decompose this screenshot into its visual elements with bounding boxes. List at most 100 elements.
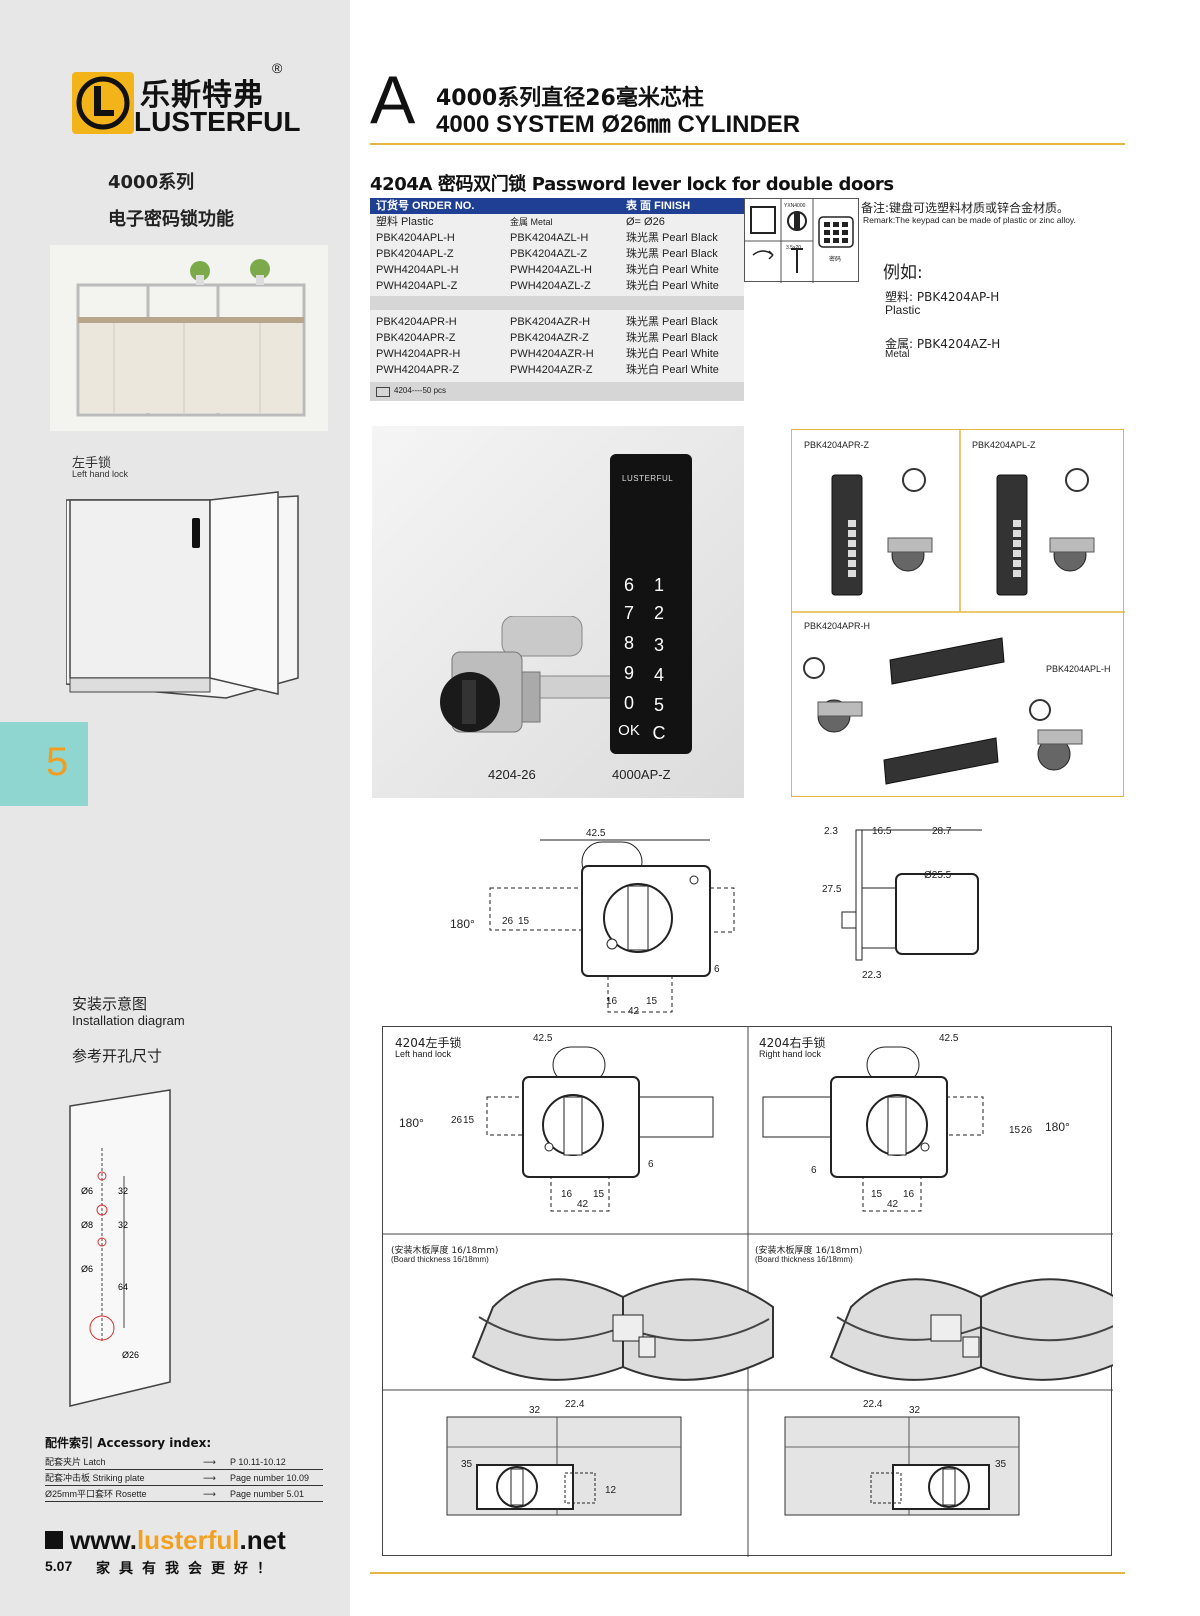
table-row: PWH4204APR-Z PWH4204AZR-Z 珠光白 Pearl Whit… xyxy=(376,364,719,376)
arrow-right-icon: ⟶ xyxy=(203,1473,216,1483)
installation-panel: 42.5 180° 26 15 6 16 15 42 42.5 180° 15 … xyxy=(382,1026,1113,1557)
pack-row xyxy=(370,382,744,401)
table-row: PWH4204APR-H PWH4204AZR-H 珠光白 Pearl Whit… xyxy=(376,348,719,360)
pack-quantity: 4204----50 pcs xyxy=(394,386,447,395)
left-hand-lock-label-en: Left hand lock xyxy=(72,469,129,479)
variants-panel: PBK4204APR-Z PBK4204APL-Z PBK4204APR-H P… xyxy=(791,429,1125,797)
svg-text:YXN4000: YXN4000 xyxy=(784,203,806,209)
hole-dim-7: Ø26 xyxy=(122,1350,139,1360)
svg-text:16.5: 16.5 xyxy=(872,826,892,837)
svg-text:Ø25.5: Ø25.5 xyxy=(924,870,952,881)
hole-size-drawing: Ø6 32 Ø8 32 Ø6 64 Ø26 xyxy=(69,1089,171,1407)
header-title-en: 4000 SYSTEM Ø26㎜ CYLINDER xyxy=(436,111,801,138)
svg-text:35: 35 xyxy=(461,1459,473,1470)
registered-mark: ® xyxy=(272,60,283,76)
left-lock-title-cn: 4204左手锁 xyxy=(395,1036,462,1050)
page-section-tab: 5 xyxy=(0,722,88,806)
hole-size-title: 参考开孔尺寸 xyxy=(72,1047,163,1065)
example-title: 例如: xyxy=(883,263,923,283)
header-title-cn: 4000系列直径26毫米芯柱 xyxy=(436,86,704,111)
brand-name-cn: 乐斯特弗 xyxy=(140,78,264,113)
svg-text:42.5: 42.5 xyxy=(533,1033,553,1044)
hole-dim-4: 32 xyxy=(118,1220,128,1230)
rotate-icon xyxy=(752,250,774,260)
svg-text:42: 42 xyxy=(628,1006,640,1017)
table-row: PWH4204APL-H PWH4204AZL-H 珠光白 Pearl Whit… xyxy=(376,264,719,276)
table-row: PWH4204APL-Z PWH4204AZL-Z 珠光白 Pearl Whit… xyxy=(376,280,719,292)
svg-text:6: 6 xyxy=(714,964,720,975)
order-table: 订货号 ORDER NO. 表 面 FINISH 塑料 Plastic 金属 M… xyxy=(370,198,744,401)
table-row: PBK4204APL-H PBK4204AZL-H 珠光黑 Pearl Blac… xyxy=(376,232,718,244)
accessory-row: 配套冲击板 Striking plate ⟶ Page number 10.09 xyxy=(45,1470,323,1486)
svg-text:15: 15 xyxy=(463,1115,475,1126)
keypad-brand: LUSTERFUL xyxy=(622,474,674,483)
svg-text:15: 15 xyxy=(518,916,530,927)
svg-text:27.5: 27.5 xyxy=(822,884,842,895)
svg-text:22.4: 22.4 xyxy=(863,1399,883,1410)
product-photo: LUSTERFUL 6 1 7 2 8 3 9 4 0 5 OK C 4204-… xyxy=(372,426,744,798)
photo-label-keypad: 4000AP-Z xyxy=(612,767,671,782)
keypad-key: C xyxy=(652,723,666,743)
cabinet-line-drawing xyxy=(66,491,299,699)
keypad-key: 0 xyxy=(623,693,634,713)
svg-text:42.5: 42.5 xyxy=(586,828,606,839)
accessory-index-title: 配件索引 Accessory index: xyxy=(45,1436,212,1450)
lock-body-icon xyxy=(750,206,776,234)
svg-text:22.3: 22.3 xyxy=(862,970,882,981)
hole-dim-6: 64 xyxy=(118,1282,128,1292)
variant-label: PBK4204APR-Z xyxy=(804,440,870,450)
svg-text:密码: 密码 xyxy=(829,255,841,263)
accessory-row: Ø25mm平口套环 Rosette ⟶ Page number 5.01 xyxy=(45,1486,323,1502)
svg-text:16: 16 xyxy=(561,1189,573,1200)
arrow-right-icon: ⟶ xyxy=(203,1489,216,1499)
svg-text:6: 6 xyxy=(648,1159,654,1170)
example-plastic-en: Plastic xyxy=(885,303,921,317)
order-table-header: 订货号 ORDER NO. 表 面 FINISH xyxy=(370,198,744,214)
header-divider xyxy=(370,143,1125,145)
hole-dim-5: Ø6 xyxy=(81,1264,93,1274)
section-letter: A xyxy=(370,62,416,138)
cam-lock-illustration xyxy=(440,616,632,733)
right-lock-title-en: Right hand lock xyxy=(759,1049,822,1059)
svg-text:180°: 180° xyxy=(450,917,475,931)
svg-text:15: 15 xyxy=(1009,1125,1021,1136)
footer-divider xyxy=(370,1572,1125,1574)
svg-text:16: 16 xyxy=(606,996,618,1007)
keypad-key: 5 xyxy=(653,695,664,715)
svg-text:3.5x20: 3.5x20 xyxy=(786,245,801,251)
svg-text:15: 15 xyxy=(871,1189,883,1200)
table-row: 塑料 Plastic 金属 Metal Ø= Ø26 xyxy=(376,216,665,228)
photo-label-lock: 4204-26 xyxy=(488,767,536,782)
svg-text:15: 15 xyxy=(646,996,658,1007)
box-icon xyxy=(376,387,390,397)
keypad-key: 1 xyxy=(653,575,664,595)
accessory-index-table: 配套夹片 Latch ⟶ P 10.11-10.12 配套冲击板 Strikin… xyxy=(45,1454,323,1502)
cylinder-icon xyxy=(787,211,807,231)
svg-text:6: 6 xyxy=(811,1165,817,1176)
svg-text:42: 42 xyxy=(887,1199,899,1210)
page-section-number: 5 xyxy=(46,740,69,784)
right-lock-title-cn: 4204右手锁 xyxy=(759,1036,826,1050)
remark-en: Remark:The keypad can be made of plastic… xyxy=(863,215,1076,225)
series-title: 4000系列 xyxy=(108,172,195,193)
left-lock-title-en: Left hand lock xyxy=(395,1049,452,1059)
hole-dim-2: 32 xyxy=(118,1186,128,1196)
keypad-key: 6 xyxy=(623,575,634,595)
slogan: 家具有我会更好！ xyxy=(96,1561,280,1577)
front-dimension-drawing: 42.5 180° 26 15 6 16 15 42 xyxy=(450,828,735,1017)
svg-text:2.3: 2.3 xyxy=(824,826,838,837)
remark-cn: 备注:键盘可选塑料材质或锌合金材质。 xyxy=(861,201,1070,215)
keypad-illustration: LUSTERFUL 6 1 7 2 8 3 9 4 0 5 OK C xyxy=(610,454,692,754)
product-icons-box: YXN4000 3.5x20 密码 xyxy=(744,198,859,283)
svg-text:35: 35 xyxy=(995,1459,1007,1470)
svg-text:28.7: 28.7 xyxy=(932,826,952,837)
website-link[interactable]: www.lusterful.net xyxy=(70,1525,286,1555)
brand-logo: 乐斯特弗 LUSTERFUL ® xyxy=(72,60,300,140)
installation-title-cn: 安装示意图 xyxy=(72,995,148,1013)
left-hand-lock-label-cn: 左手锁 xyxy=(72,456,112,471)
svg-text:32: 32 xyxy=(909,1405,921,1416)
svg-text:32: 32 xyxy=(529,1405,541,1416)
board-thickness-note-en: (Board thickness 16/18mm) xyxy=(755,1255,853,1264)
svg-text:42.5: 42.5 xyxy=(939,1033,959,1044)
keypad-key: 4 xyxy=(653,665,664,685)
